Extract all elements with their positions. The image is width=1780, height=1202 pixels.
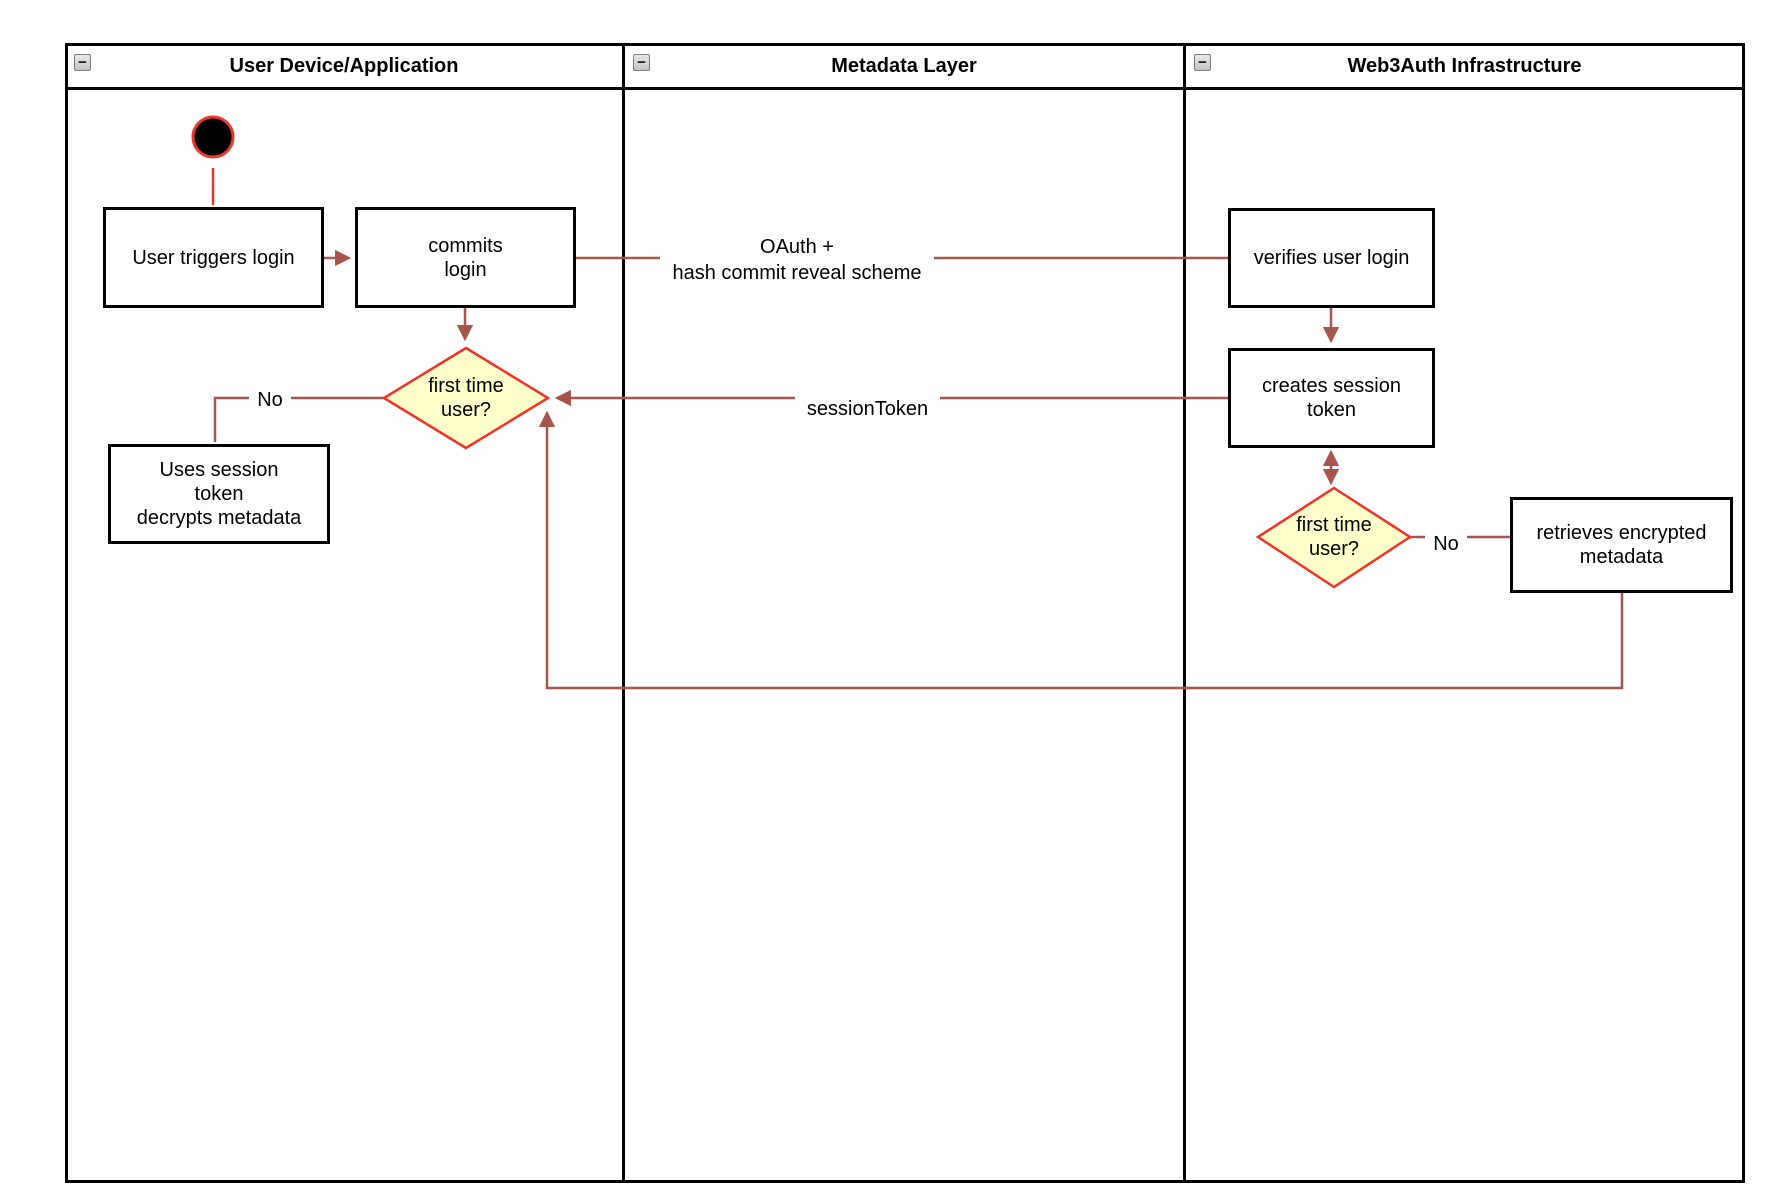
edge-label-no-device: No <box>249 387 291 412</box>
activity-label: Uses session token decrypts metadata <box>136 459 302 529</box>
collapse-lane-button-metadata-layer[interactable]: − <box>633 54 650 71</box>
edge-label-session-token: sessionToken <box>795 396 940 422</box>
collapse-lane-button-user-device[interactable]: − <box>74 54 91 71</box>
decision-label-web3auth: first time user? <box>1296 514 1372 560</box>
lane-title: User Device/Application <box>229 55 459 77</box>
collapse-lane-button-web3auth[interactable]: − <box>1194 54 1211 71</box>
activity-label: commits login <box>428 234 503 281</box>
edge-label-oauth: OAuth + hash commit reveal scheme <box>660 234 934 286</box>
decision-first-time-user-device[interactable] <box>381 346 551 450</box>
activity-creates-session-token[interactable]: creates session token <box>1228 348 1435 448</box>
minus-icon: − <box>78 54 87 71</box>
activity-label: creates session token <box>1262 375 1401 421</box>
lane-header-metadata-layer: Metadata Layer <box>625 46 1183 87</box>
edge-label-no-web3auth: No <box>1425 531 1467 556</box>
minus-icon: − <box>637 54 646 71</box>
edge-retrieves-return-to-decision <box>538 410 1624 690</box>
edge-no-to-uses-session <box>213 396 386 442</box>
lane-header-user-device: User Device/Application <box>66 46 622 87</box>
decision-first-time-user-web3auth[interactable] <box>1255 486 1413 589</box>
activity-label: verifies user login <box>1253 247 1410 269</box>
activity-commits-login[interactable]: commits login <box>355 207 576 308</box>
decision-label-user-device: first time user? <box>428 375 504 421</box>
activity-verifies-user-login[interactable]: verifies user login <box>1228 208 1435 308</box>
activity-uses-session-token[interactable]: Uses session token decrypts metadata <box>108 444 330 544</box>
minus-icon: − <box>1198 54 1207 71</box>
lane-title: Web3Auth Infrastructure <box>1347 55 1582 77</box>
start-node[interactable] <box>191 115 235 159</box>
activity-label: retrieves encrypted metadata <box>1536 522 1707 568</box>
pool-border <box>65 43 1745 1183</box>
activity-retrieves-encrypted-metadata[interactable]: retrieves encrypted metadata <box>1510 497 1733 593</box>
activity-user-triggers-login[interactable]: User triggers login <box>103 207 324 308</box>
activity-label: User triggers login <box>132 246 295 269</box>
lane-title: Metadata Layer <box>831 55 977 77</box>
lane-header-web3auth: Web3Auth Infrastructure <box>1186 46 1743 87</box>
